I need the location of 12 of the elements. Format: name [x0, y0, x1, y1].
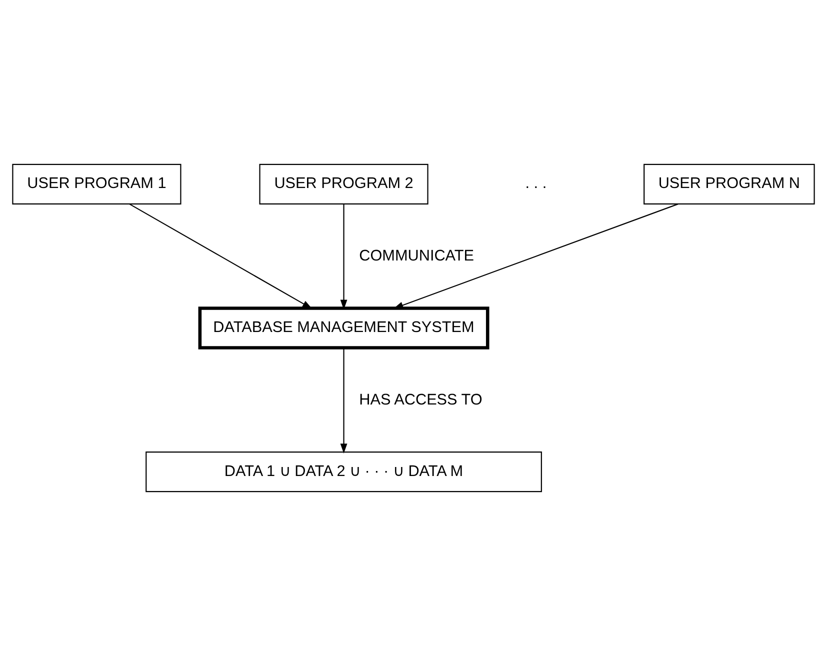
node-box: USER PROGRAM N: [644, 163, 815, 204]
node-box: DATA 1 ∪ DATA 2 ∪ · · · ∪ DATA M: [146, 451, 542, 492]
arrow: [129, 203, 312, 308]
node-box: USER PROGRAM 2: [259, 163, 428, 204]
arrow: [393, 203, 678, 308]
node-box: USER PROGRAM 1: [12, 163, 182, 204]
arrow: [340, 204, 348, 310]
node-box: DATABASE MANAGEMENT SYSTEM: [198, 306, 490, 349]
edge-label: COMMUNICATE: [359, 247, 474, 264]
label: . . .: [525, 174, 547, 192]
edge-label: HAS ACCESS TO: [359, 391, 482, 408]
arrow: [340, 347, 348, 454]
